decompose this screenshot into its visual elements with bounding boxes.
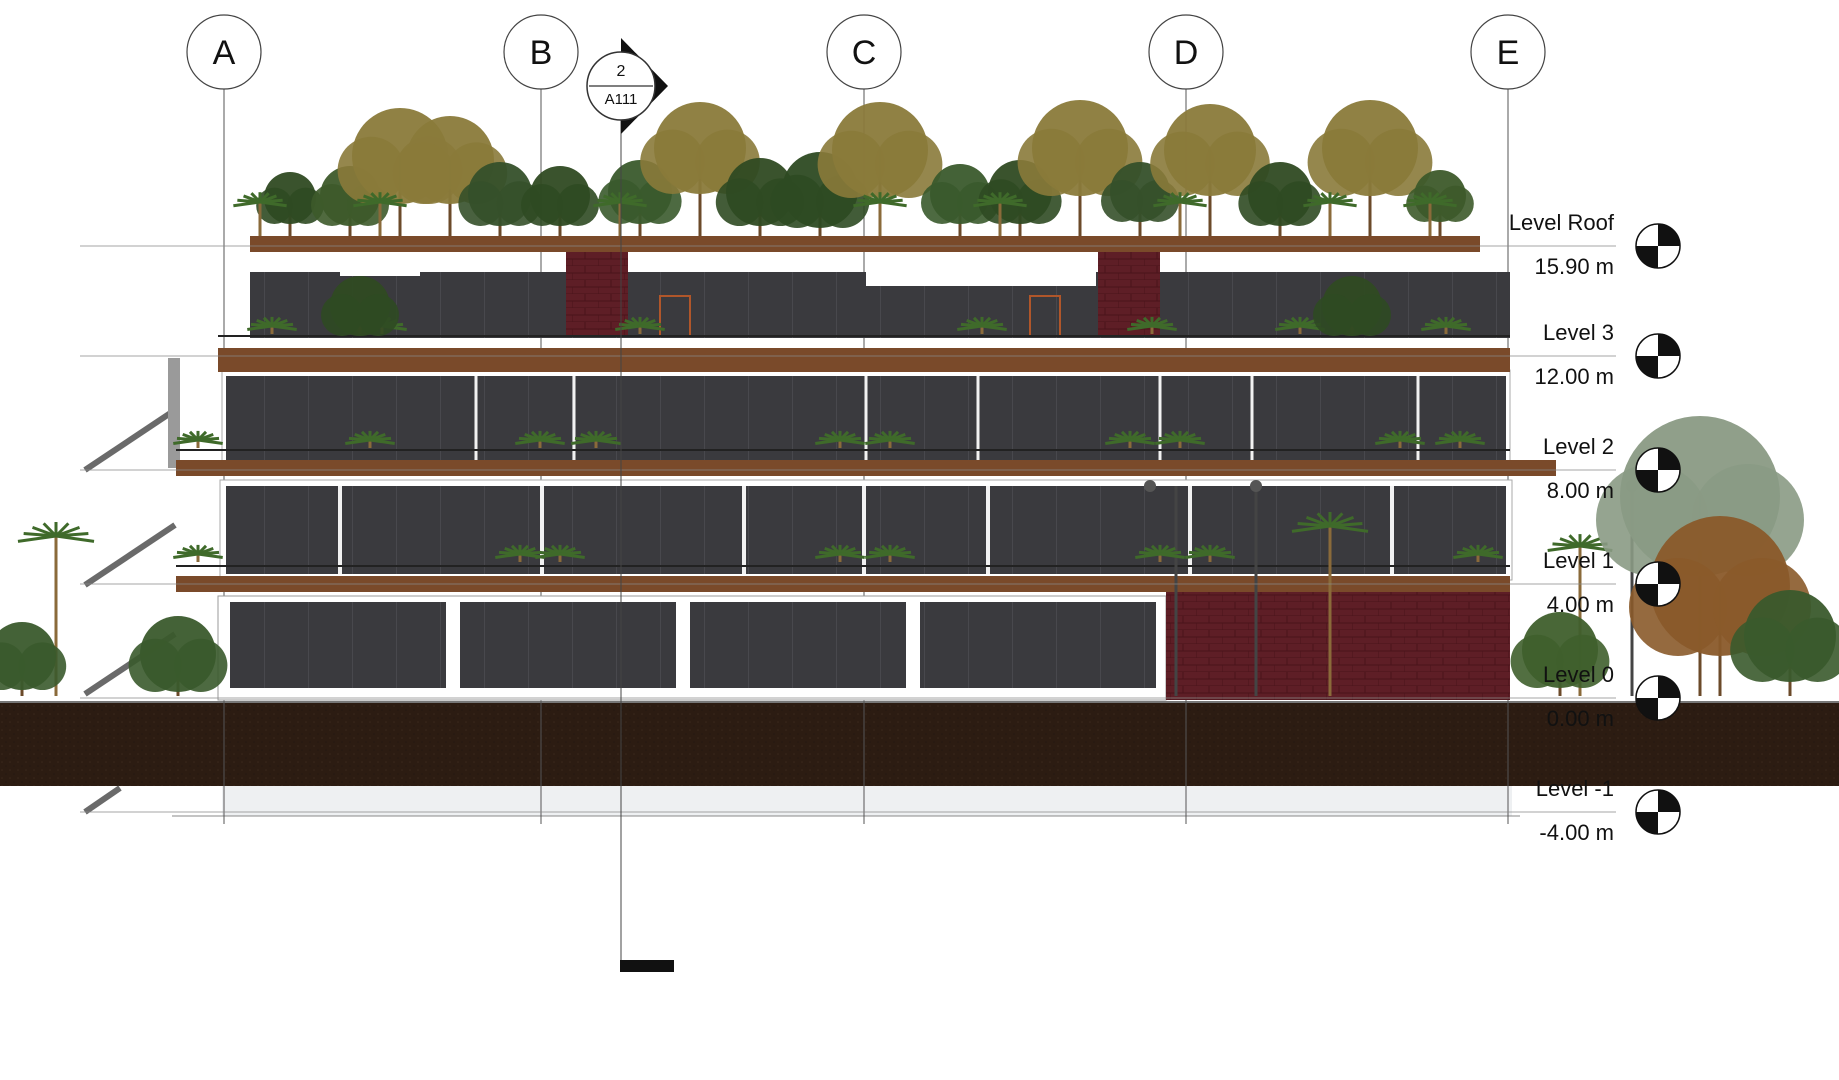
terrace-plant bbox=[865, 544, 915, 562]
vegetation bbox=[0, 100, 1839, 696]
roof-tree bbox=[1307, 100, 1433, 236]
grid-line-e: E bbox=[1470, 14, 1546, 824]
grid-bubble-label: E bbox=[1497, 34, 1520, 72]
level-elevation: -4.00 m bbox=[1539, 820, 1614, 845]
level-name: Level 0 bbox=[1543, 662, 1614, 687]
shrub-right bbox=[1730, 590, 1839, 696]
terrace-plant bbox=[1185, 544, 1235, 562]
roof-palm bbox=[973, 192, 1027, 236]
grid-bubble-label: B bbox=[530, 34, 553, 72]
level-marker: Level 3 12.00 m bbox=[80, 320, 1681, 389]
slab-roof bbox=[250, 236, 1480, 252]
brick-wall-ground bbox=[1166, 592, 1510, 700]
roof-palm bbox=[1303, 192, 1357, 236]
level-elevation: 0.00 m bbox=[1547, 706, 1614, 731]
level-name: Level Roof bbox=[1509, 210, 1615, 235]
grid-bubble-label: D bbox=[1174, 34, 1199, 72]
brick-column-left bbox=[566, 250, 628, 336]
level-name: Level 2 bbox=[1543, 434, 1614, 459]
terrace-plant bbox=[1453, 544, 1503, 562]
terrace-plant bbox=[515, 430, 565, 448]
level-name: Level 1 bbox=[1543, 548, 1614, 573]
roof-tree bbox=[458, 162, 542, 236]
roof-tree bbox=[1017, 100, 1143, 236]
roof-palm bbox=[853, 192, 907, 236]
terrace-plant bbox=[615, 316, 665, 334]
roof-tree bbox=[1406, 170, 1474, 236]
terrace-plant bbox=[571, 430, 621, 448]
ground-section bbox=[0, 701, 1839, 817]
terrace-plant bbox=[1155, 430, 1205, 448]
level-marker: Level Roof 15.90 m bbox=[80, 210, 1681, 279]
roof-palm bbox=[233, 192, 287, 236]
roof-palm bbox=[1153, 192, 1207, 236]
terrace-plant bbox=[815, 430, 865, 448]
terrace-plant bbox=[1127, 316, 1177, 334]
terrace-plant bbox=[815, 544, 865, 562]
roof-tree bbox=[1150, 104, 1270, 236]
roof-tree bbox=[640, 102, 760, 236]
roof-palm bbox=[353, 192, 407, 236]
roof-tree bbox=[817, 102, 943, 236]
shrub-left bbox=[0, 622, 67, 696]
terrace-shrub bbox=[1313, 276, 1391, 336]
slab-level-3 bbox=[218, 348, 1510, 372]
terrace-shrub bbox=[321, 276, 399, 336]
palm-front bbox=[1291, 512, 1369, 696]
terrace-plant bbox=[1375, 430, 1425, 448]
level-marker: Level 1 4.00 m bbox=[80, 548, 1681, 617]
roof-tree bbox=[1238, 162, 1322, 236]
section-marker: 2 A111 bbox=[586, 38, 674, 972]
roof-tree bbox=[921, 164, 999, 236]
building-elevation bbox=[83, 236, 1638, 815]
terrace-plant bbox=[865, 430, 915, 448]
level-elevation: 4.00 m bbox=[1547, 592, 1614, 617]
section-number: 2 bbox=[617, 63, 626, 80]
level-markers: Level Roof 15.90 m Level 3 12.00 m Level 2 8.… bbox=[80, 210, 1681, 845]
level-elevation: 15.90 m bbox=[1535, 254, 1615, 279]
terrace-plant bbox=[1135, 544, 1185, 562]
terrace-plant bbox=[345, 430, 395, 448]
roof-palm bbox=[1403, 192, 1457, 236]
level-marker: Level 0 0.00 m bbox=[80, 662, 1681, 731]
level-marker: Level 2 8.00 m bbox=[80, 434, 1681, 503]
terrace-plant bbox=[173, 544, 223, 562]
terrace-plant bbox=[1105, 430, 1155, 448]
shrub-right bbox=[1510, 612, 1610, 696]
terrace-plant bbox=[1435, 430, 1485, 448]
level-marker: Level -1 -4.00 m bbox=[80, 776, 1681, 845]
terrace-plant bbox=[495, 544, 545, 562]
section-sheet: A111 bbox=[605, 91, 638, 108]
level-name: Level -1 bbox=[1536, 776, 1614, 801]
level-elevation: 12.00 m bbox=[1535, 364, 1615, 389]
grid-bubble-label: C bbox=[852, 34, 877, 72]
terrace-plant bbox=[1421, 316, 1471, 334]
grid-bubble-label: A bbox=[213, 34, 236, 72]
roof-tree bbox=[521, 166, 599, 236]
roof-palm bbox=[593, 192, 647, 236]
level-elevation: 8.00 m bbox=[1547, 478, 1614, 503]
terrace-plant bbox=[535, 544, 585, 562]
level-name: Level 3 bbox=[1543, 320, 1614, 345]
shrub-left bbox=[128, 616, 228, 696]
grid-line-c: C bbox=[826, 14, 902, 824]
terrace-plant bbox=[173, 430, 223, 448]
slab-level-2 bbox=[176, 460, 1556, 476]
terrace-plant bbox=[957, 316, 1007, 334]
terrace-plant bbox=[247, 316, 297, 334]
